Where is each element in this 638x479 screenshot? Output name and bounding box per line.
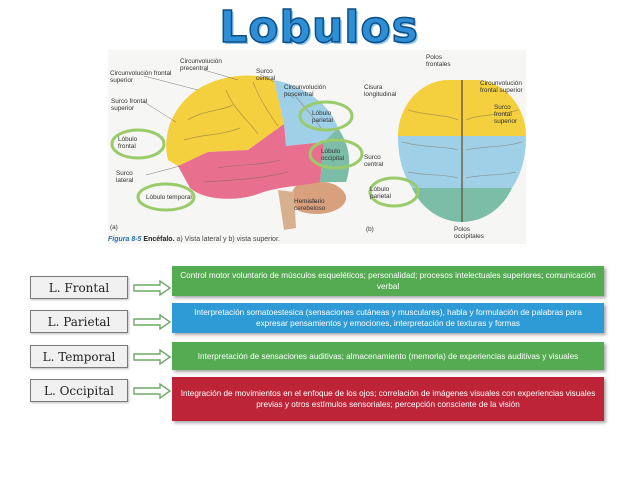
top-frontal-shape xyxy=(398,80,462,136)
label-top-circ-frontal-sup: Circunvolución frontal superior xyxy=(480,80,523,94)
label-lobulo-parietal: Lóbulo parietal xyxy=(312,110,333,124)
leader-lines xyxy=(143,69,320,203)
lobe-occipital-description: Integración de movimientos en el enfoque… xyxy=(172,377,604,421)
lobe-occipital-box: L. Occipital xyxy=(30,379,128,402)
lobe-parietal-box: L. Parietal xyxy=(30,310,128,333)
figure-caption: Figura 8-5 Encéfalo. a) Vista lateral y … xyxy=(108,236,280,243)
label-polos-occipitales: Polos occipitales xyxy=(454,226,484,240)
brain-figure: Circunvolución frontal superior Circunvo… xyxy=(108,50,526,244)
highlight-ring-parietal xyxy=(298,100,354,132)
label-top-lobulo-parietal: Lóbulo parietal xyxy=(370,186,391,200)
highlight-ring-temporal xyxy=(136,182,196,212)
label-circ-frontal-sup: Circunvolución frontal superior xyxy=(110,70,172,84)
label-cisura-longitudinal: Cisura longitudinal xyxy=(364,84,397,98)
label-hemisferio-cerebeloso: Hemisferio cerebeloso xyxy=(294,198,326,212)
highlight-ring-frontal xyxy=(110,128,166,160)
label-circ-precentral: Circunvolución precentral xyxy=(180,58,222,72)
label-lobulo-temporal: Lóbulo temporal xyxy=(146,194,192,201)
lobe-frontal-description: Control motor voluntario de músculos esq… xyxy=(172,266,604,296)
brainstem-shape xyxy=(278,190,296,230)
temporal-lobe-shape xyxy=(178,124,324,199)
arrow-right-icon xyxy=(133,280,172,296)
arrow-right-icon xyxy=(133,314,172,330)
label-circ-poscentral: Circunvolución poscentral xyxy=(284,84,326,98)
label-surco-central: Surco central xyxy=(256,68,276,82)
caption-text: a) Vista lateral y b) vista superior. xyxy=(176,236,280,243)
caption-figure-number: Figura 8-5 xyxy=(108,236,142,243)
caption-title: Encéfalo. xyxy=(143,236,175,243)
superior-view xyxy=(368,80,526,222)
label-surco-frontal-sup: Surco frontal superior xyxy=(111,98,148,112)
label-surco-lateral: Surco lateral xyxy=(116,170,134,184)
label-polos-frontales: Polos frontales xyxy=(426,54,451,68)
lobe-frontal-box: L. Frontal xyxy=(30,276,128,299)
gyri-lines xyxy=(183,81,323,183)
lateral-view xyxy=(110,69,364,230)
brain-illustration xyxy=(110,69,526,230)
lobe-temporal-description: Interpretación de sensaciones auditivas;… xyxy=(172,342,604,370)
arrow-right-icon xyxy=(133,383,172,399)
label-top-surco-frontal: Surco frontal superior xyxy=(494,104,518,125)
page-title: Lobulos xyxy=(218,1,419,54)
arrow-right-icon xyxy=(133,349,172,365)
lobe-temporal-box: L. Temporal xyxy=(30,345,128,368)
label-panel-a: (a) xyxy=(110,224,118,231)
label-panel-b: (b) xyxy=(366,226,374,233)
lobe-parietal-description: Interpretación somatoestesica (sensacion… xyxy=(172,303,604,333)
label-lobulo-occipital: Lóbulo occipital xyxy=(321,148,345,162)
label-lobulo-frontal: Lóbulo frontal xyxy=(118,136,138,150)
highlight-ring-occipital xyxy=(308,138,364,170)
cerebellum-shape xyxy=(291,181,347,215)
frontal-lobe-shape xyxy=(166,75,284,166)
highlight-ring-top-parietal xyxy=(368,176,420,208)
label-top-surco-central: Surco central xyxy=(364,154,384,168)
